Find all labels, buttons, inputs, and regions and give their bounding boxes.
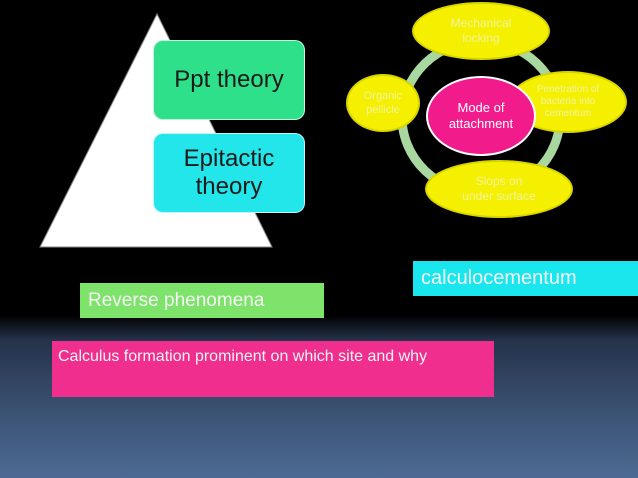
ppt-theory-box: Ppt theory xyxy=(153,40,305,120)
reverse-phenomena-label: Reverse phenomena xyxy=(88,289,265,311)
node-label: Slops on under surface xyxy=(462,174,536,203)
node-slops-under-surface: Slops on under surface xyxy=(425,160,573,218)
node-label: Penetration of bacteria into cementum xyxy=(536,84,600,119)
question-label: Calculus formation prominent on which si… xyxy=(58,348,428,365)
epitactic-theory-label: Epitactic theory xyxy=(183,145,275,200)
node-label: Organic pellicle xyxy=(363,90,403,116)
calculocementum-box: calculocementum xyxy=(413,261,638,296)
reverse-phenomena-box: Reverse phenomena xyxy=(80,283,324,318)
center-mode-of-attachment: Mode of attachment xyxy=(426,76,536,156)
ppt-theory-label: Ppt theory xyxy=(174,66,284,93)
node-mechanical-locking: Mechanical locking xyxy=(412,2,550,60)
calculocementum-label: calculocementum xyxy=(421,267,577,289)
question-box: Calculus formation prominent on which si… xyxy=(52,341,494,397)
node-label: Mechanical locking xyxy=(450,16,512,45)
center-label: Mode of attachment xyxy=(448,100,514,131)
epitactic-theory-box: Epitactic theory xyxy=(153,133,305,213)
node-organic-pellicle: Organic pellicle xyxy=(346,74,420,132)
